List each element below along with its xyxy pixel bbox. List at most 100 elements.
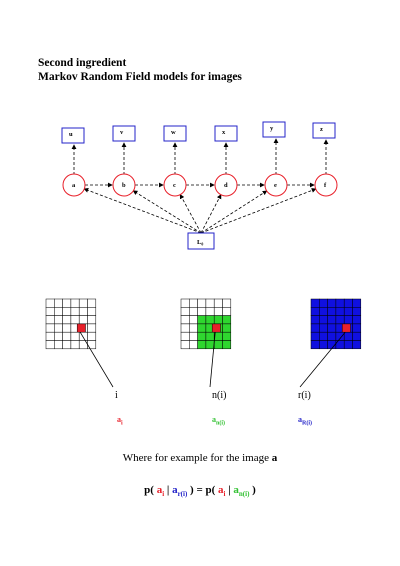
grid-cell bbox=[319, 323, 328, 333]
color-label-ari: aR(i) bbox=[298, 415, 312, 427]
observed-label-x: x bbox=[222, 129, 226, 136]
hidden-node-a bbox=[62, 173, 86, 197]
hidden-label-a: a bbox=[72, 182, 76, 189]
grid-cell bbox=[62, 298, 72, 308]
grid-cell bbox=[310, 340, 320, 350]
grid-cell bbox=[205, 298, 215, 308]
edge-latent-c bbox=[179, 193, 202, 234]
grid-cell bbox=[78, 298, 88, 308]
grid-cell bbox=[197, 340, 207, 350]
grid-cell bbox=[213, 315, 223, 325]
grid-cell bbox=[205, 331, 215, 341]
hidden-label-c: c bbox=[173, 182, 176, 189]
grid-cell bbox=[45, 331, 55, 341]
hidden-node-c bbox=[163, 173, 187, 197]
pointer-line-0 bbox=[79, 331, 114, 388]
grid-label-ni: n(i) bbox=[212, 390, 227, 401]
grid-cell bbox=[189, 331, 198, 341]
grid-cell bbox=[87, 307, 97, 316]
grid-cell bbox=[197, 331, 207, 341]
pointer-line-1 bbox=[209, 332, 216, 388]
grid-cell bbox=[335, 331, 345, 341]
grid-cell bbox=[78, 315, 88, 325]
grid-cell bbox=[45, 340, 55, 350]
hidden-label-d: d bbox=[224, 182, 228, 189]
grid-cell bbox=[45, 323, 55, 333]
grid-cell bbox=[54, 340, 63, 350]
grid-cell bbox=[213, 298, 223, 308]
grid-cell bbox=[45, 307, 55, 316]
grid-cell bbox=[87, 323, 97, 333]
grid-cell bbox=[62, 307, 72, 316]
edge-latent-b bbox=[132, 190, 202, 234]
grid-cell bbox=[222, 331, 232, 341]
grid-cell bbox=[54, 315, 63, 325]
grid-cell bbox=[87, 340, 97, 350]
grid-cell bbox=[189, 323, 198, 333]
grid-cell bbox=[87, 331, 97, 341]
color-label-ani: an(i) bbox=[212, 415, 225, 427]
grid-cell bbox=[189, 307, 198, 316]
grid-cell bbox=[213, 307, 223, 316]
grid-cell bbox=[180, 340, 190, 350]
grid-cell bbox=[327, 298, 337, 308]
grid-cell bbox=[197, 315, 207, 325]
grid-cell bbox=[189, 298, 198, 308]
grid-cell bbox=[197, 298, 207, 308]
grid-cell bbox=[352, 323, 362, 333]
grid-cell bbox=[327, 307, 337, 316]
edge-latent-e bbox=[200, 190, 268, 234]
latent-node bbox=[187, 232, 215, 250]
grid-cell bbox=[343, 331, 353, 341]
observed-label-u: u bbox=[69, 131, 73, 138]
grid-cell bbox=[310, 331, 320, 341]
grid-cell bbox=[78, 307, 88, 316]
grid-cell bbox=[335, 315, 345, 325]
grid-cell bbox=[352, 340, 362, 350]
grid-cell bbox=[70, 307, 80, 316]
grid-cell bbox=[189, 340, 198, 350]
grid-cell bbox=[189, 315, 198, 325]
grid-cell bbox=[180, 323, 190, 333]
grid-cell bbox=[343, 340, 353, 350]
grid-cell bbox=[319, 315, 328, 325]
grid-cell bbox=[327, 331, 337, 341]
grid-cell bbox=[180, 331, 190, 341]
grid-cell bbox=[54, 307, 63, 316]
title-line-2: Markov Random Field models for images bbox=[38, 71, 242, 83]
observed-node-z bbox=[312, 122, 336, 139]
grid-cell bbox=[222, 315, 232, 325]
center-pixel bbox=[76, 323, 86, 333]
pointer-line-2 bbox=[299, 331, 346, 388]
observed-label-z: z bbox=[320, 126, 323, 133]
grid-cell bbox=[62, 340, 72, 350]
grid-cell bbox=[62, 323, 72, 333]
grid-cell bbox=[352, 331, 362, 341]
edge-latent-a bbox=[83, 188, 202, 234]
observed-node-u bbox=[61, 127, 85, 144]
grid-cell bbox=[352, 307, 362, 316]
grid-cell bbox=[70, 298, 80, 308]
grid-cell bbox=[352, 298, 362, 308]
grid-cell bbox=[62, 315, 72, 325]
grid-cell bbox=[222, 323, 232, 333]
grid-cell bbox=[62, 331, 72, 341]
grid-cell bbox=[54, 331, 63, 341]
grid-cell bbox=[327, 323, 337, 333]
grid-cell bbox=[327, 315, 337, 325]
edge-latent-f bbox=[200, 188, 317, 234]
grid-cell bbox=[205, 315, 215, 325]
grid-cell bbox=[319, 340, 328, 350]
grid-cell bbox=[78, 331, 88, 341]
observed-label-w: w bbox=[171, 129, 176, 136]
title-line-1: Second ingredient bbox=[38, 57, 127, 69]
grid-cell bbox=[310, 323, 320, 333]
center-pixel bbox=[211, 323, 221, 333]
formula: p( ai | ar(i) ) = p( ai | an(i) ) bbox=[144, 484, 256, 499]
grid-cell bbox=[310, 298, 320, 308]
grid-cell bbox=[222, 307, 232, 316]
grid-label-i: i bbox=[115, 390, 118, 401]
grid-cell bbox=[310, 315, 320, 325]
latent-label: L₀ bbox=[197, 239, 203, 246]
